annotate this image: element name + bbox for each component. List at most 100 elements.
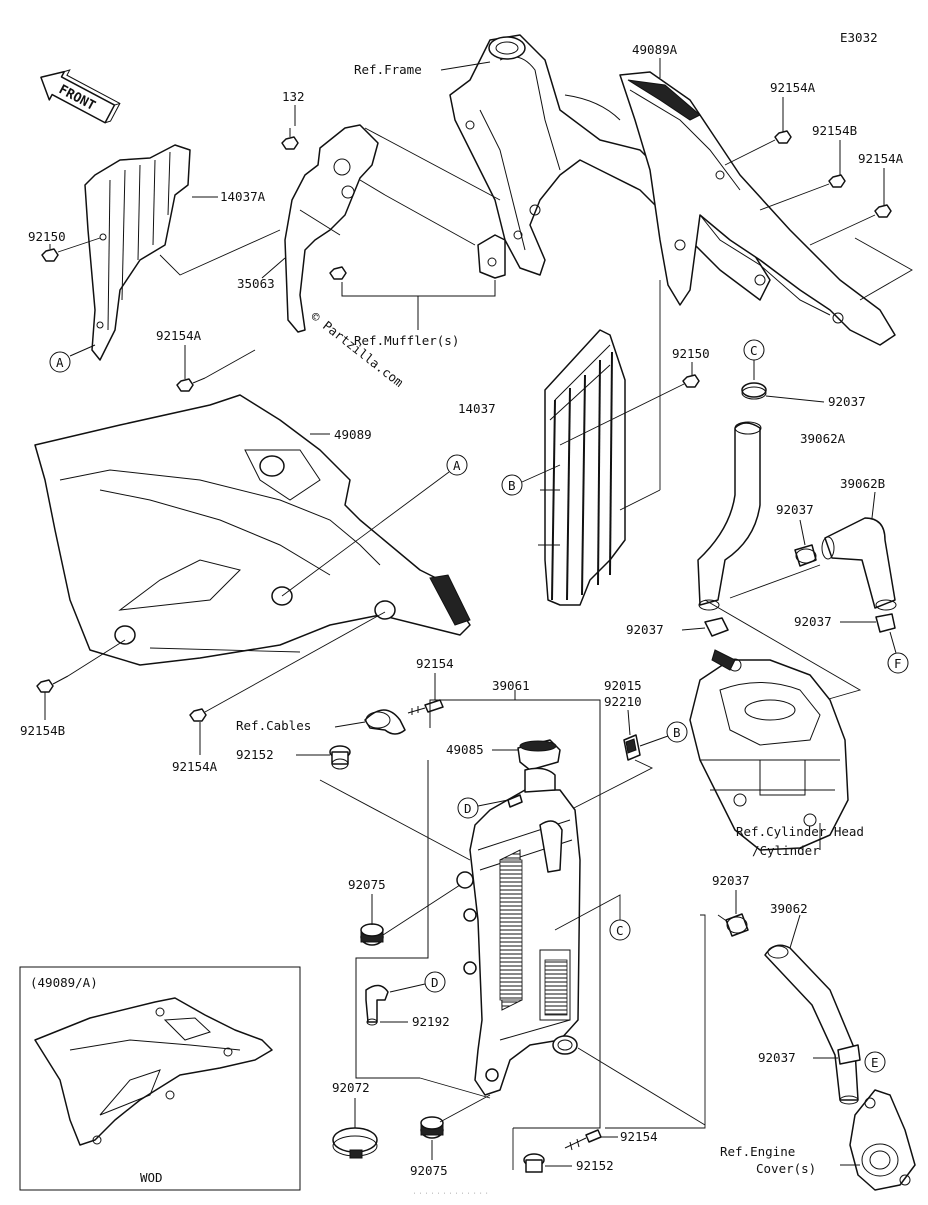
clamp-92037-mid: [794, 544, 817, 567]
clamp-92037-lower-bottom: [837, 1044, 861, 1065]
radiator-guard-14037: [538, 329, 626, 606]
label-132: 132: [282, 89, 305, 104]
leader: [569, 759, 654, 811]
label-92154-top: 92154: [416, 656, 454, 671]
label-92152-top: 92152: [236, 747, 274, 762]
leader: [204, 349, 256, 379]
leader: [724, 139, 776, 166]
muffler-clip: [477, 234, 506, 279]
label-92154A-top: 92154A: [770, 80, 816, 95]
label-39062A: 39062A: [800, 431, 846, 446]
leader: [521, 464, 561, 483]
label-92150-right: 92150: [672, 346, 710, 361]
label-35063: 35063: [237, 276, 275, 291]
leader: [440, 61, 491, 71]
leader: [384, 194, 476, 246]
leader: [577, 1047, 706, 1126]
callout-E-lower: E: [864, 1051, 886, 1073]
label-14037A: 14037A: [220, 189, 266, 204]
label-39062B: 39062B: [840, 476, 885, 491]
leader: [389, 983, 426, 993]
leader: [57, 237, 101, 253]
leader: [559, 383, 685, 446]
label-92150-left: 92150: [28, 229, 66, 244]
svg-text:E: E: [871, 1055, 879, 1070]
bolt-92154A-right: [874, 204, 892, 218]
bolt-muffler: [329, 266, 347, 280]
leader: [639, 735, 669, 747]
diagram-code: E3032: [840, 30, 878, 45]
leader: [159, 229, 281, 276]
label-ref-engine-1: Ref.Engine: [720, 1144, 795, 1159]
label-92072: 92072: [332, 1080, 370, 1095]
label-92075-lower: 92075: [410, 1163, 448, 1178]
label-92154B-bottom: 92154B: [20, 723, 65, 738]
svg-text:D: D: [464, 801, 472, 816]
label-ref-cables: Ref.Cables: [236, 718, 311, 733]
leader: [717, 914, 729, 923]
hose-39062A: [697, 421, 762, 611]
leader: [69, 344, 96, 357]
clamp-92037-lower-top: [725, 913, 749, 937]
label-ref-engine-2: Cover(s): [756, 1161, 816, 1176]
leader: [809, 214, 876, 246]
label-92037-lower-bottom: 92037: [758, 1050, 796, 1065]
label-ref-muffler: Ref.Muffler(s): [354, 333, 459, 348]
leader: [789, 914, 801, 949]
label-92154A-right: 92154A: [858, 151, 904, 166]
leader: [627, 709, 631, 736]
leader: [261, 257, 286, 279]
inset-caption: WOD: [140, 1170, 163, 1185]
clamp-92072: [332, 1127, 378, 1159]
bolt-92154-top: [407, 699, 444, 715]
group-bracket: [355, 760, 429, 1079]
callout-A-shroud: A: [446, 454, 468, 476]
grommet-92075-upper: [360, 923, 384, 946]
leader: [889, 631, 897, 654]
cable-clamp: [364, 709, 406, 735]
label-92154A-bottom: 92154A: [172, 759, 218, 774]
bolt-132: [281, 128, 299, 150]
inset-label: (49089/A): [30, 975, 98, 990]
label-92037-top: 92037: [828, 394, 866, 409]
label-92154A-shroud: 92154A: [156, 328, 202, 343]
leader: [854, 237, 913, 301]
label-39062: 39062: [770, 901, 808, 916]
label-14037: 14037: [458, 401, 496, 416]
label-39061: 39061: [492, 678, 530, 693]
clamp-92037-top: [741, 382, 767, 400]
svg-text:A: A: [56, 355, 64, 370]
leader: [319, 779, 471, 861]
label-92154-lower: 92154: [620, 1129, 658, 1144]
leader: [871, 491, 876, 519]
leader: [759, 183, 830, 211]
bolt-92154-lower: [564, 1129, 602, 1151]
engine-cover-reference: [849, 1089, 916, 1191]
leader: [334, 721, 366, 728]
hose-92192: [365, 984, 389, 1026]
leader: [204, 611, 386, 713]
leader: [364, 127, 501, 201]
label-92037-left: 92037: [626, 622, 664, 637]
leader: [419, 1077, 491, 1099]
callout-B-guard: B: [501, 474, 523, 496]
label-92210: 92210: [604, 694, 642, 709]
label-92075-upper: 92075: [348, 877, 386, 892]
bolt-92154B-top: [828, 174, 846, 188]
leader: [477, 799, 509, 807]
leader: [341, 280, 496, 297]
callout-C-top: C: [743, 339, 765, 361]
leader: [729, 564, 821, 599]
bolt-92154A-top: [774, 126, 792, 144]
svg-text:C: C: [616, 923, 624, 938]
leader: [605, 914, 706, 1129]
shroud-49089A: [619, 71, 896, 346]
label-92037-right: 92037: [794, 614, 832, 629]
callout-C-radiator: C: [609, 919, 631, 941]
bolt-92154A-bottom: [189, 708, 207, 722]
cylinder-head-reference: [689, 649, 849, 851]
watermark: © Partzilla.com: [308, 309, 406, 390]
label-49089: 49089: [334, 427, 372, 442]
